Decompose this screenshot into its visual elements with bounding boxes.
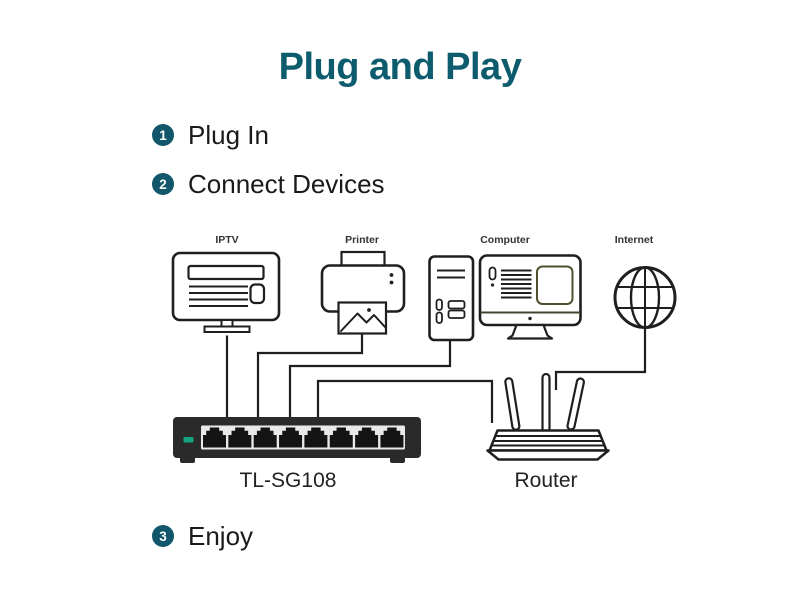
- printer-icon: [320, 250, 406, 335]
- step-2: 2 Connect Devices: [152, 169, 385, 199]
- internet-label: Internet: [615, 234, 654, 246]
- internet-device: Internet: [613, 234, 677, 329]
- computer-label: Computer: [480, 234, 530, 246]
- router-icon: [486, 372, 610, 461]
- cable-switch-to-router: [316, 379, 494, 423]
- desktop-computer-icon: [428, 254, 582, 342]
- tv-icon: [171, 251, 281, 333]
- step-3-label: Enjoy: [188, 520, 254, 551]
- switch-ports: [203, 427, 404, 448]
- switch-icon: [173, 417, 421, 463]
- iptv-device: IPTV: [171, 234, 281, 333]
- printer-device: Printer: [320, 234, 406, 335]
- step-2-badge: 2: [152, 173, 174, 195]
- cable-computer-to-switch: [288, 340, 452, 417]
- step-1-badge: 1: [152, 124, 174, 146]
- page-title: Plug and Play: [278, 46, 522, 88]
- globe-icon: [613, 266, 677, 329]
- step-3: 3 Enjoy: [152, 521, 253, 551]
- cable-internet-to-router: [554, 327, 647, 390]
- computer-device: Computer: [428, 234, 582, 342]
- step-1-label: Plug In: [188, 119, 269, 150]
- cable-printer-to-switch: [256, 333, 364, 417]
- printer-label: Printer: [345, 234, 379, 246]
- step-3-badge: 3: [152, 525, 174, 547]
- switch-led: [183, 437, 194, 443]
- step-1: 1 Plug In: [152, 120, 269, 150]
- router-label: Router: [514, 469, 577, 492]
- iptv-label: IPTV: [215, 234, 238, 246]
- switch-device: TL-SG108: [173, 417, 421, 492]
- router-device: Router: [486, 372, 610, 492]
- step-2-label: Connect Devices: [188, 168, 385, 199]
- switch-label: TL-SG108: [240, 469, 337, 492]
